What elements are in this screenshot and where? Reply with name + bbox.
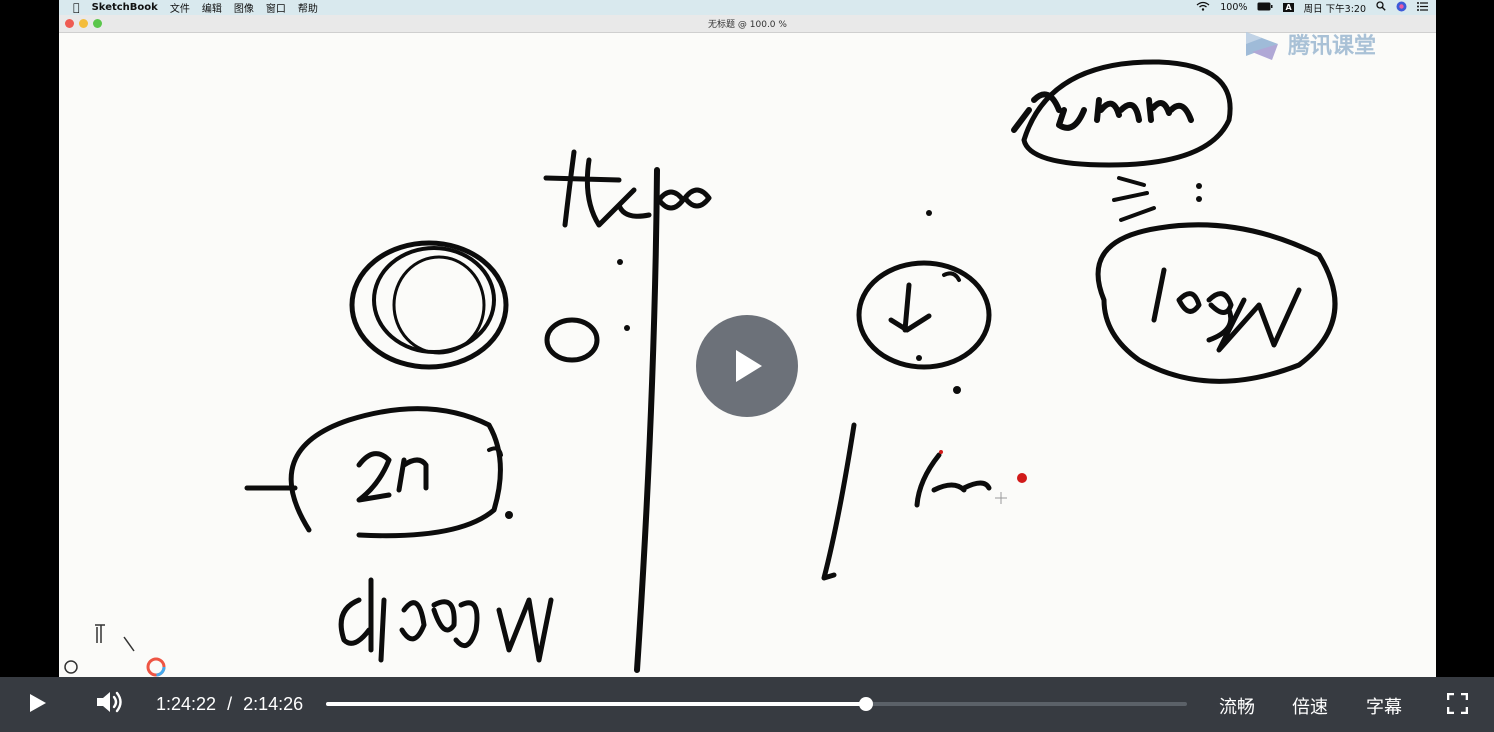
- window-zoom-dot: [93, 19, 102, 28]
- battery-icon: [1257, 2, 1273, 14]
- play-icon: [30, 694, 46, 712]
- menu-edit: 编辑: [195, 4, 222, 15]
- progress-played: [326, 702, 866, 706]
- window-titlebar: 无标题 @ 100.0 %: [59, 15, 1436, 33]
- volume-icon: [97, 691, 122, 713]
- battery-percent: 100%: [1220, 2, 1248, 13]
- time-display: 1:24:22 / 2:14:26: [156, 694, 303, 715]
- center-play-button[interactable]: [696, 315, 798, 417]
- fullscreen-button[interactable]: [1446, 692, 1469, 718]
- time-separator: /: [227, 694, 233, 714]
- apple-icon: : [73, 1, 80, 14]
- menubar-clock: 周日 下午3:20: [1303, 3, 1366, 15]
- subtitle-button[interactable]: 字幕: [1366, 697, 1402, 718]
- notification-center-icon: [1417, 1, 1428, 14]
- window-minimize-dot: [79, 19, 88, 28]
- progress-handle[interactable]: [858, 697, 873, 711]
- video-frame[interactable]:  SketchBook 文件 编辑 图像 窗口 帮助 100% A 周日 下午…: [59, 0, 1436, 677]
- document-title: 无标题 @ 100.0 %: [708, 20, 787, 30]
- progress-bar[interactable]: [326, 697, 1187, 711]
- duration: 2:14:26: [243, 694, 304, 714]
- siri-icon: [1396, 1, 1407, 15]
- tencent-classroom-watermark: 腾讯课堂: [1242, 26, 1376, 62]
- menu-image: 图像: [227, 4, 254, 15]
- app-name: SketchBook: [85, 2, 158, 13]
- current-time: 1:24:22: [156, 694, 217, 714]
- player-control-bar: 1:24:22 / 2:14:26 流畅 倍速 字幕: [0, 677, 1494, 732]
- tencent-classroom-logo: [1246, 32, 1278, 60]
- menu-window: 窗口: [259, 4, 286, 15]
- sketchbook-tool-palette: [64, 624, 166, 677]
- mac-menubar:  SketchBook 文件 编辑 图像 窗口 帮助 100% A 周日 下午…: [59, 0, 1436, 15]
- spotlight-icon: [1376, 1, 1386, 14]
- menu-help: 帮助: [291, 4, 318, 15]
- window-close-dot: [65, 19, 74, 28]
- play-button[interactable]: [28, 692, 48, 718]
- watermark-text: 腾讯课堂: [1288, 34, 1377, 59]
- fullscreen-icon: [1446, 692, 1469, 715]
- quality-button[interactable]: 流畅: [1219, 697, 1255, 718]
- input-source-badge: A: [1283, 3, 1294, 12]
- whiteboard-drawing: [244, 59, 1338, 673]
- wifi-icon: [1196, 1, 1210, 14]
- play-icon: [736, 350, 762, 382]
- menu-file: 文件: [163, 4, 190, 15]
- volume-button[interactable]: [95, 689, 125, 719]
- speed-button[interactable]: 倍速: [1292, 697, 1328, 718]
